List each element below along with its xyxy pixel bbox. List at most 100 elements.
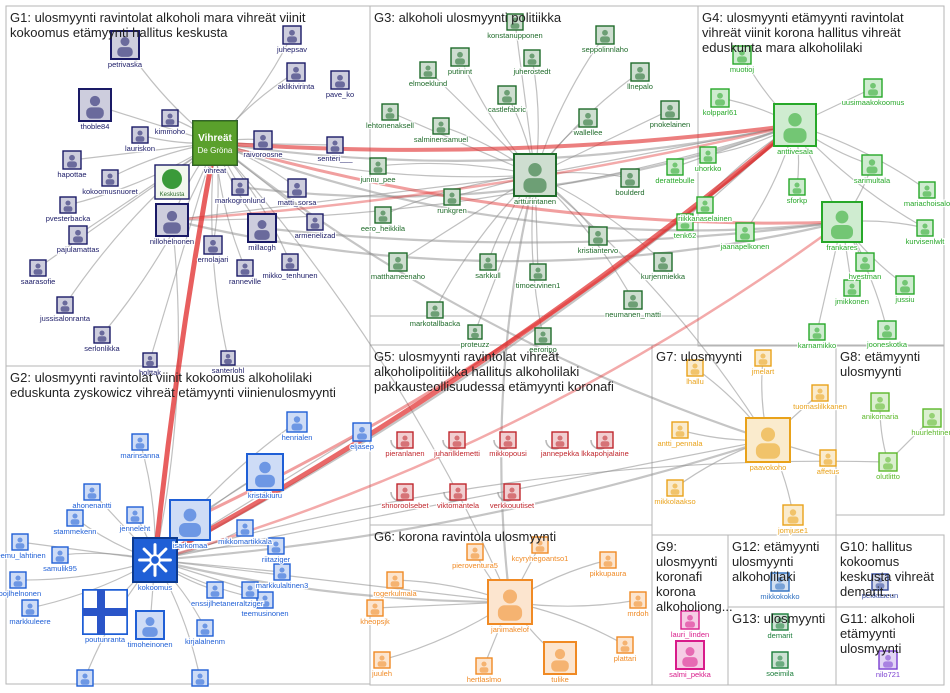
node-plattari[interactable] <box>616 636 634 654</box>
node-sforkp[interactable] <box>788 178 806 196</box>
node-kirjalalnenm[interactable] <box>196 619 214 637</box>
node-hapottae[interactable] <box>62 150 82 170</box>
node-nilo721[interactable] <box>878 650 898 670</box>
node-hvestman[interactable] <box>855 252 875 272</box>
node-mikko_tenhunen[interactable] <box>281 253 299 271</box>
node-derattebulle[interactable] <box>666 158 684 176</box>
node-jooneskotka[interactable] <box>877 320 897 340</box>
node-kurjenmiekka[interactable] <box>653 252 673 272</box>
node-eero_heikkila[interactable] <box>374 206 392 224</box>
node-llnepalo[interactable] <box>630 62 650 82</box>
node-jussisalonranta[interactable] <box>56 296 74 314</box>
node-pnokelainen[interactable] <box>660 100 680 120</box>
node-jannepekka[interactable] <box>551 431 569 449</box>
node-mariachoisalo[interactable] <box>918 181 936 199</box>
node-kristiantervo[interactable] <box>588 226 608 246</box>
node-petrivaska[interactable] <box>110 30 140 60</box>
node-mrdoh[interactable] <box>629 591 647 609</box>
node-ernolajari[interactable] <box>203 235 223 255</box>
node-konstanupponen[interactable] <box>506 13 524 31</box>
node-mikkokokko[interactable] <box>770 572 790 592</box>
node-rogerkulmala[interactable] <box>386 571 404 589</box>
node-pieranlanen[interactable] <box>396 431 414 449</box>
node-lehtonenaksell[interactable] <box>381 103 399 121</box>
node-proteuzz[interactable] <box>467 324 483 340</box>
node-salminensamuel[interactable] <box>432 117 450 135</box>
node-pave_ko[interactable] <box>330 70 350 90</box>
node-affetus[interactable] <box>819 449 837 467</box>
node-sarkkull[interactable] <box>479 253 497 271</box>
node-pikkupaura[interactable] <box>599 551 617 569</box>
node-matthameenaho[interactable] <box>388 252 408 272</box>
node-jomjuse1[interactable] <box>782 504 804 526</box>
node-penimollitto[interactable] <box>191 669 209 687</box>
node-teemu_lahtinen[interactable] <box>11 533 29 551</box>
node-armenelizad[interactable] <box>306 213 324 231</box>
node-pekkaseun[interactable] <box>871 573 889 591</box>
node-markkulaltinen3[interactable] <box>273 563 291 581</box>
node-lkkapohjalaine[interactable] <box>596 431 614 449</box>
node-anttivesala[interactable] <box>773 103 817 147</box>
node-jaanapelkonen[interactable] <box>735 222 755 242</box>
node-kurvisenlwlt[interactable] <box>916 219 934 237</box>
node-uusimaakokoomus[interactable] <box>863 78 883 98</box>
node-anikomaria[interactable] <box>870 392 890 412</box>
node-nillohelnonen[interactable] <box>155 203 189 237</box>
node-juuleh[interactable] <box>373 651 391 669</box>
node-isarkomaa[interactable] <box>169 499 211 541</box>
node-riitaziger[interactable] <box>267 537 285 555</box>
node-tulike[interactable] <box>543 641 577 675</box>
node-muotioj[interactable] <box>732 45 752 65</box>
node-holttak[interactable] <box>142 352 158 368</box>
node-karnamikko[interactable] <box>808 323 826 341</box>
node-pvesterbacka[interactable] <box>59 196 77 214</box>
node-enssijlhetanen[interactable] <box>206 581 224 599</box>
node-soeimila[interactable] <box>771 651 789 669</box>
node-aklikivirinta[interactable] <box>286 62 306 82</box>
node-verkkouutiset[interactable] <box>503 483 521 501</box>
node-jenneleht[interactable] <box>126 506 144 524</box>
node-teemusinonen[interactable] <box>256 591 274 609</box>
node-demarit[interactable] <box>771 613 789 631</box>
node-elmoeklund[interactable] <box>419 61 437 79</box>
node-henrialen[interactable] <box>286 411 308 433</box>
node-boulderd[interactable] <box>620 168 640 188</box>
node-kolpparl61[interactable] <box>710 88 730 108</box>
node-paavokoho[interactable] <box>745 417 791 463</box>
node-serlonlikka[interactable] <box>93 326 111 344</box>
node-olutlitto[interactable] <box>878 452 898 472</box>
node-pieroventura5[interactable] <box>466 543 484 561</box>
node-markkuleere[interactable] <box>21 599 39 617</box>
node-thoble84[interactable] <box>78 88 112 122</box>
node-neumanen_matti[interactable] <box>623 290 643 310</box>
node-matti_sorsa[interactable] <box>287 178 307 198</box>
node-markogronlund[interactable] <box>231 178 249 196</box>
node-markotallbacka[interactable] <box>426 301 444 319</box>
node-lauri_linden[interactable] <box>680 610 700 630</box>
node-viktomantela[interactable] <box>449 483 467 501</box>
node-castlefabric[interactable] <box>497 85 517 105</box>
node-hertlaslmo[interactable] <box>475 657 493 675</box>
node-tuomaslilkkanen[interactable] <box>811 384 829 402</box>
node-ranneville[interactable] <box>236 259 254 277</box>
node-juhepsav[interactable] <box>282 25 302 45</box>
node-wallellee[interactable] <box>578 108 598 128</box>
node-seppolinnlaho[interactable] <box>595 25 615 45</box>
node-kristakiuru[interactable] <box>246 453 284 491</box>
node-runkgren[interactable] <box>443 188 461 206</box>
node-raivoroosne[interactable] <box>253 130 273 150</box>
node-ahonenantti[interactable] <box>83 483 101 501</box>
node-putinint[interactable] <box>450 47 470 67</box>
node-riikkanaselainen[interactable] <box>696 196 714 214</box>
node-lauriskon[interactable] <box>131 126 149 144</box>
node-timoeuvinen1[interactable] <box>529 263 547 281</box>
node-koojlhelnonen[interactable] <box>9 571 27 589</box>
node-raltziger[interactable] <box>241 581 259 599</box>
node-mikkolaakso[interactable] <box>666 479 684 497</box>
node-mikkopousi[interactable] <box>499 431 517 449</box>
node-kheopsjk[interactable] <box>366 599 384 617</box>
node-jmikkonen[interactable] <box>843 279 861 297</box>
node-salmi_pekka[interactable] <box>675 640 705 670</box>
node-santerlohl[interactable] <box>220 350 236 366</box>
node-timoheinonen[interactable] <box>135 610 165 640</box>
